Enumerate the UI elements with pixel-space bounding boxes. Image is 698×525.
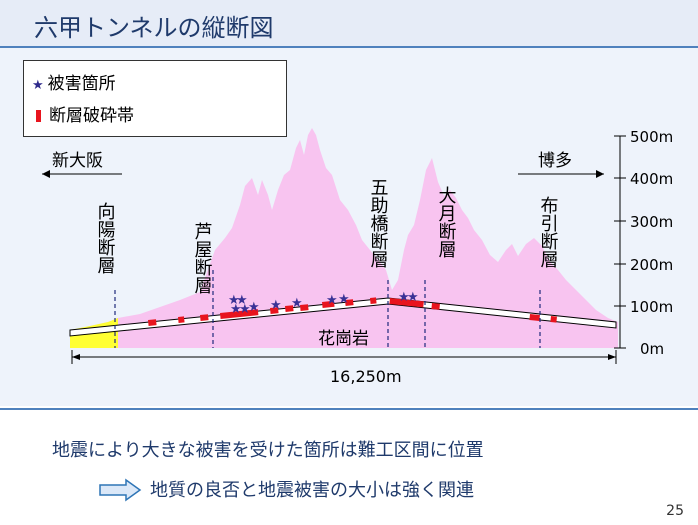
legend-fault-label: 断層破砕帯: [49, 106, 134, 126]
slide-title: 六甲トンネルの縦断図: [34, 14, 274, 42]
summary-panel: 地震により大きな被害を受けた箇所は難工区間に位置 地質の良否と地震被害の大小は強…: [0, 408, 698, 525]
fault-zone-segment: [270, 307, 279, 314]
length-dimension: 16,250m: [71, 350, 617, 386]
title-bar: 六甲トンネルの縦断図: [0, 0, 698, 48]
damage-star-icon: ★: [270, 298, 282, 313]
fault-zone-segment: [285, 305, 294, 312]
fault-zone-segment: [529, 314, 540, 321]
elevation-tick-label: 100m: [630, 298, 673, 316]
summary-line-1: 地震により大きな被害を受けた箇所は難工区間に位置: [52, 440, 484, 461]
arrow-right-icon: [596, 170, 604, 178]
direction-left: 新大阪: [42, 151, 122, 178]
legend-item-damage: ★被害箇所: [32, 69, 116, 94]
damage-star-icon: ★: [228, 293, 240, 308]
fault-zone-segment: [200, 314, 209, 321]
fault-label: 大月断層: [436, 186, 457, 258]
direction-right-label: 博多: [538, 151, 572, 171]
damage-star-icon: ★: [236, 293, 248, 308]
direction-right: 博多: [518, 151, 604, 178]
fault-zone-segment: [389, 298, 424, 308]
fault-label: 芦屋断層: [192, 222, 213, 294]
damage-star-icon: ★: [338, 292, 350, 307]
legend-damage-label: 被害箇所: [47, 74, 116, 94]
fault-zone-segment: [322, 300, 335, 308]
fault-zone-segment: [148, 319, 157, 326]
fault-zone-segment: [178, 316, 185, 323]
elevation-tick-label: 300m: [630, 213, 673, 231]
fault-labels: 向陽断層 芦屋断層 五助橋断層 大月断層 布引断層: [95, 178, 559, 294]
damage-star-icon: ★: [398, 290, 410, 305]
arrow-left-icon: [42, 170, 50, 178]
damage-star-icon: ★: [230, 302, 242, 317]
length-label: 16,250m: [330, 367, 402, 386]
fault-zone-swatch-icon: [36, 110, 41, 122]
fault-zone-segment: [345, 299, 354, 306]
elevation-tick-label: 200m: [630, 256, 673, 274]
legend: ★被害箇所 断層破砕帯: [23, 60, 287, 137]
legend-item-fault-zone: 断層破砕帯: [32, 101, 134, 126]
damage-star-icon: ★: [32, 78, 44, 93]
fault-zone-segment: [220, 309, 259, 319]
rock-label: 花崗岩: [318, 329, 369, 349]
longitudinal-profile-diagram: ★ ★ ★ ★ ★ ★ ★ ★ ★ ★ ★ 向陽断層 芦屋断層 五助橋断層 大月…: [42, 128, 673, 386]
dimension-arrow-right-icon: [608, 354, 616, 360]
fault-zone-segment: [300, 304, 309, 311]
elevation-tick-label: 400m: [630, 170, 673, 188]
damage-star-icon: ★: [239, 302, 251, 317]
fault-lines: [114, 270, 541, 348]
right-arrow-icon: [99, 478, 142, 502]
page-number: 25: [666, 503, 684, 519]
fault-label: 布引断層: [538, 196, 559, 268]
damage-star-icon: ★: [248, 300, 260, 315]
fault-zone-segment: [370, 297, 377, 304]
fault-zone-segment: [550, 316, 557, 323]
damage-star-icon: ★: [291, 296, 303, 311]
dimension-arrow-left-icon: [72, 354, 80, 360]
fault-label: 五助橋断層: [368, 178, 389, 268]
terrain-profile: [70, 128, 618, 348]
summary-line-2: 地質の良否と地震被害の大小は強く関連: [150, 480, 474, 501]
tunnel: [69, 297, 617, 337]
fault-zones: [148, 297, 557, 326]
elevation-tick-label: 0m: [640, 340, 664, 358]
damage-star-icon: ★: [326, 293, 338, 308]
fault-label: 向陽断層: [95, 202, 116, 274]
direction-left-label: 新大阪: [52, 151, 103, 171]
damage-star-icon: ★: [407, 290, 419, 305]
elevation-axis: 500m 400m 300m 200m 100m 0m: [614, 128, 673, 358]
elevation-tick-label: 500m: [630, 128, 673, 146]
damage-markers: ★ ★ ★ ★ ★ ★ ★ ★ ★ ★ ★: [228, 290, 419, 317]
fault-zone-segment: [431, 303, 440, 310]
